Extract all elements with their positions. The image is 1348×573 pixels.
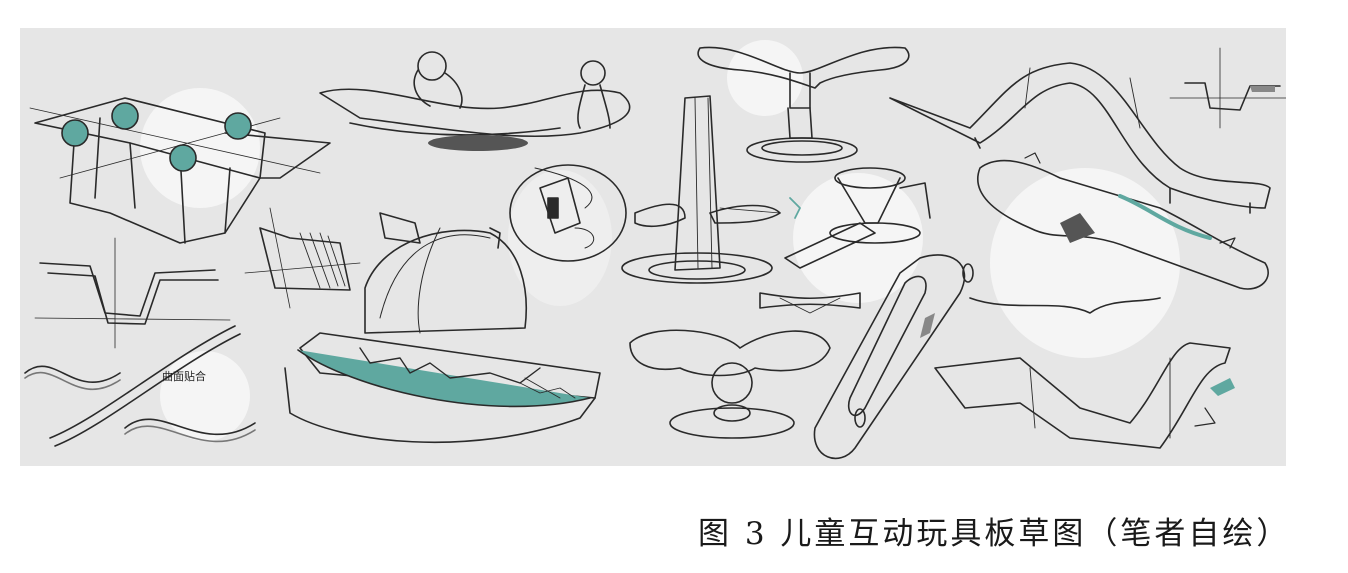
sketch-drawing: 曲面贴合 [24,40,1286,460]
annotation-surface-fit: 曲面贴合 [162,369,206,383]
highlight-circles [140,40,1180,441]
sketch-seesaw-figures [319,51,631,209]
sketch-cone-stand [621,95,781,284]
sketch-bench-frame [29,97,331,244]
sketch-long-board [813,254,974,460]
sketch-wavy-bench [889,62,1271,214]
sketch-cup-stand [784,167,931,269]
sketch-slide [969,152,1269,314]
sketch-board: 曲面贴合 [20,28,1286,466]
sketch-bow-bar [759,292,861,314]
sketch-dome-seat [284,212,601,444]
sketch-paddle-seat [629,329,831,439]
sketch-trough-profile [34,237,231,349]
sketch-hatched-section [244,207,361,309]
sketch-step-bench [934,342,1235,449]
sketch-wave-strips [24,325,256,447]
figure-caption: 图 3 儿童互动玩具板草图（笔者自绘） [698,516,1291,552]
sketch-trough-small [1169,47,1286,129]
sketch-oval-detail [509,164,627,262]
sketch-t-handle [697,46,910,163]
